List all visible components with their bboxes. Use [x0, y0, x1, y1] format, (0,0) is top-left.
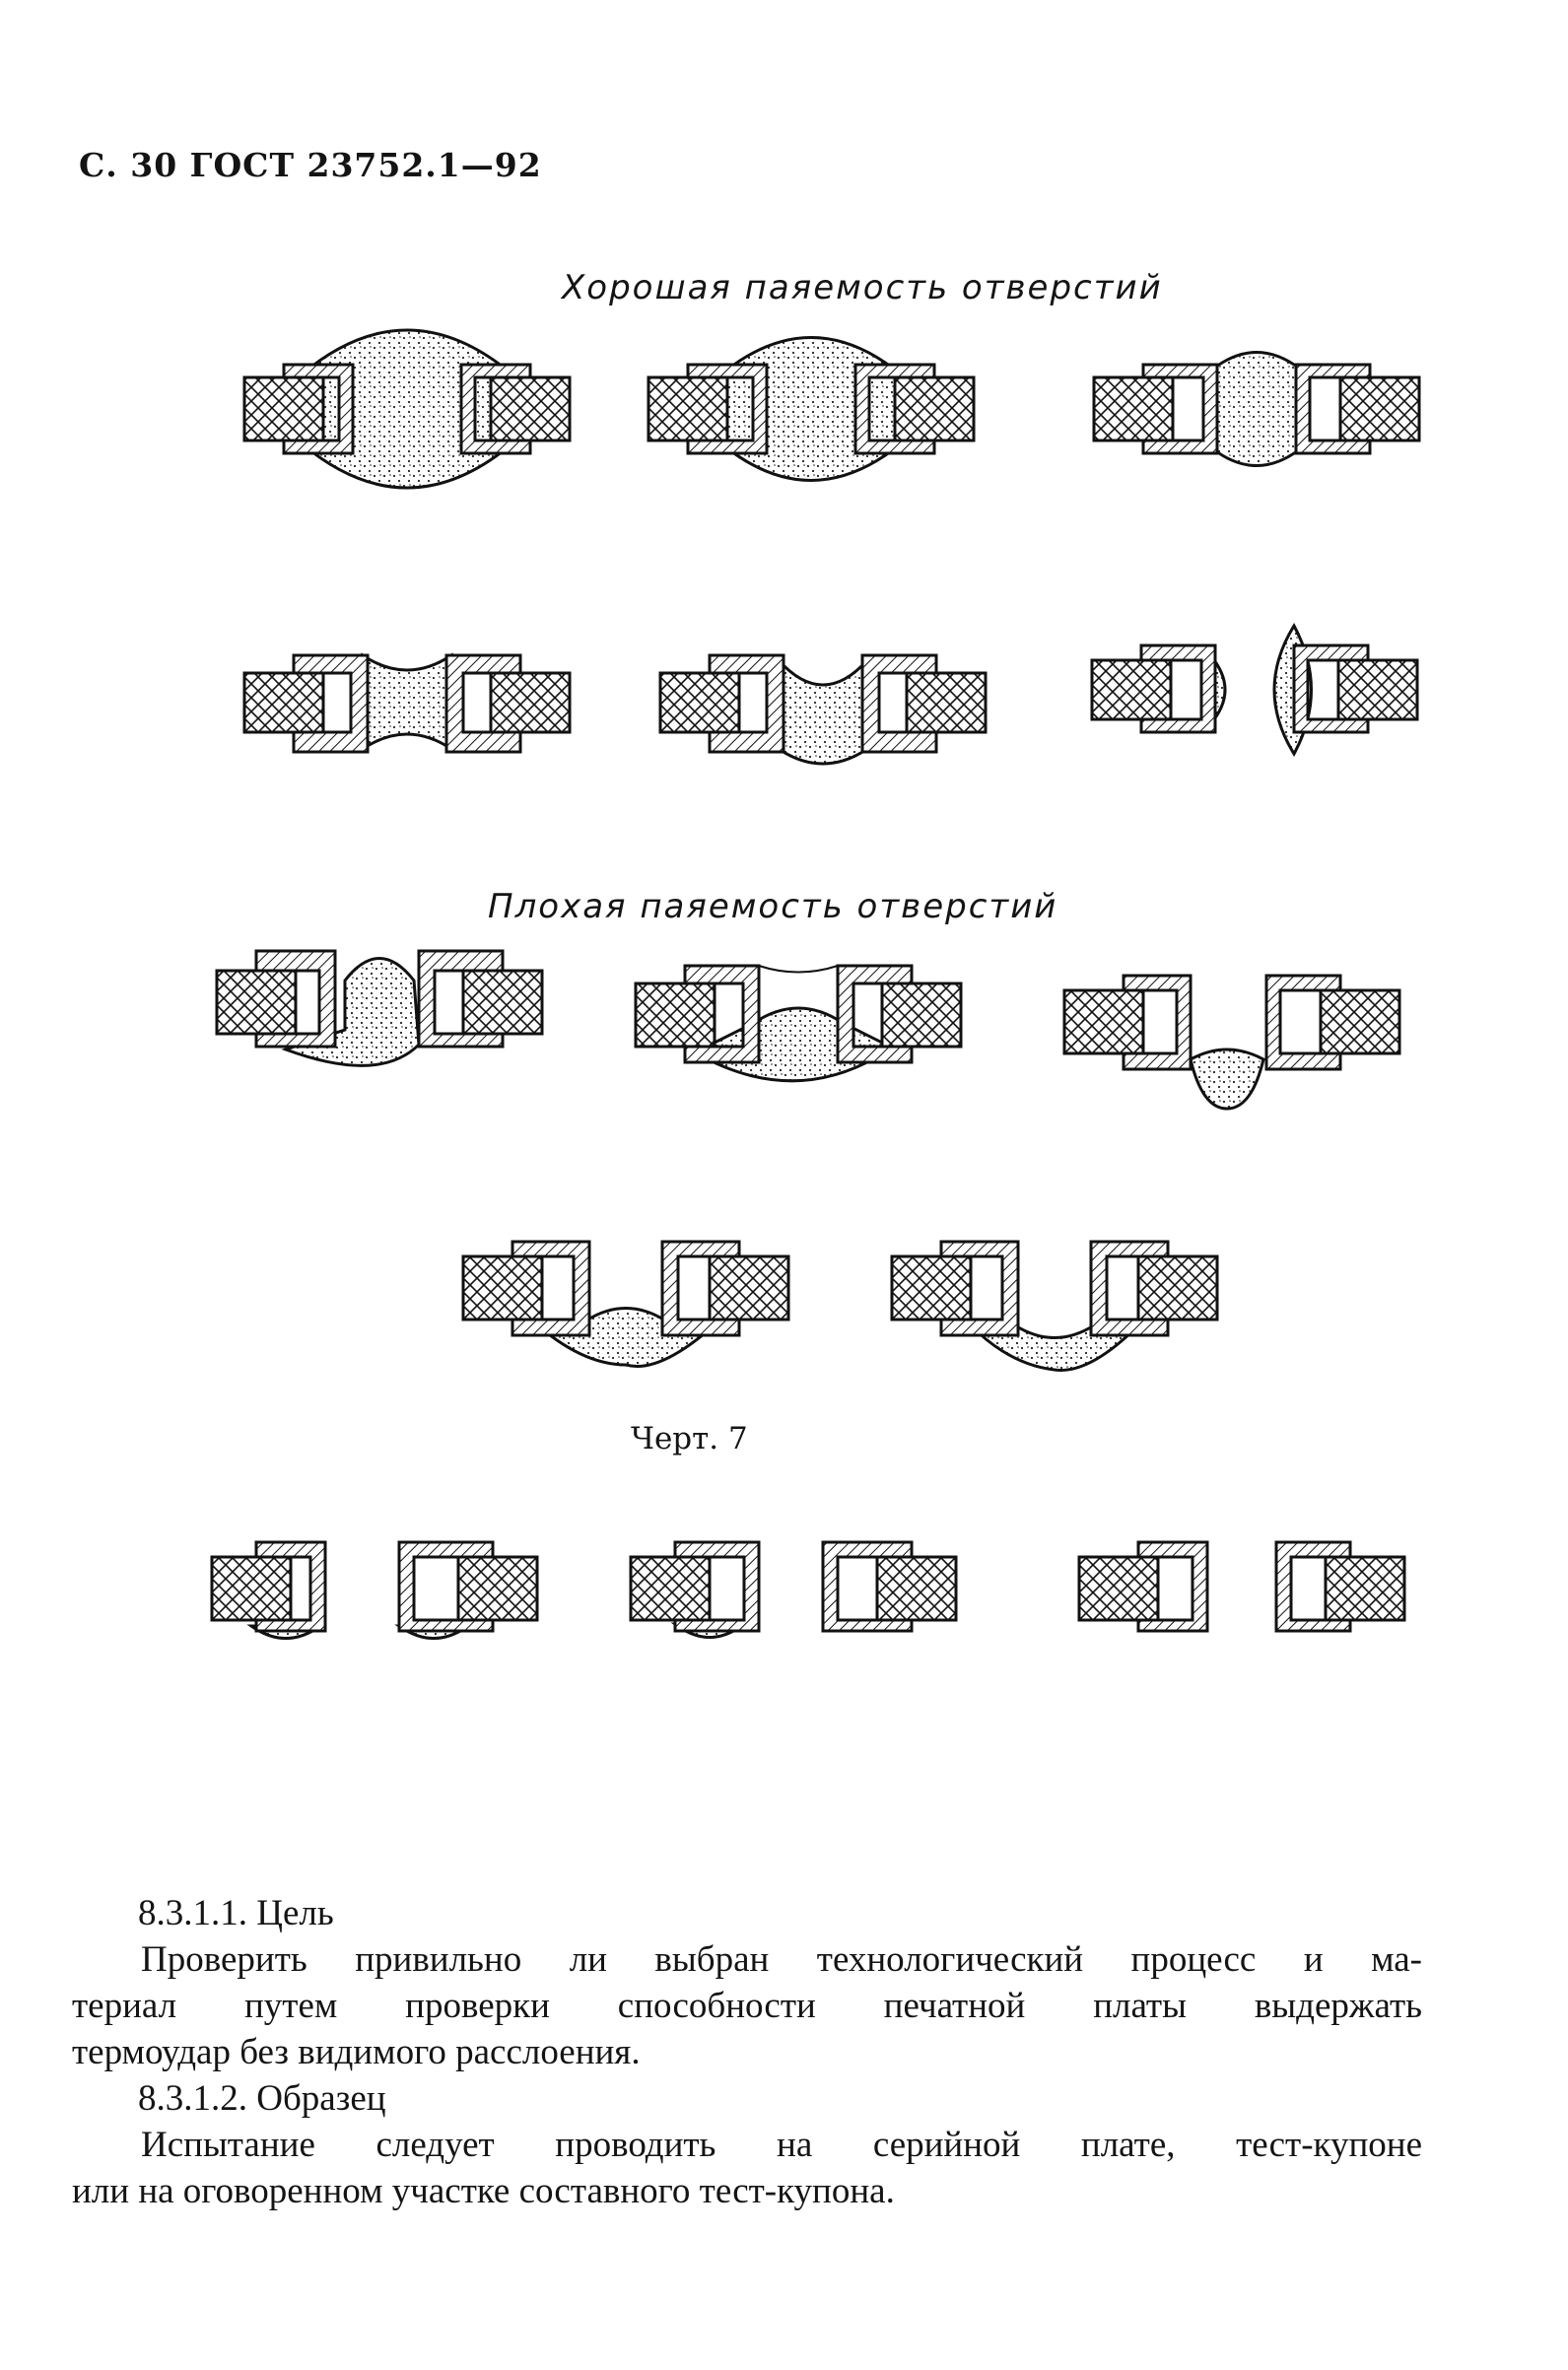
good-joint-full-fill-2: [647, 336, 976, 482]
good-joint-full-fill-1: [242, 328, 572, 490]
good-joint-full-fill-3: [1092, 351, 1421, 467]
paragraph-line: или на оговоренном участке составного те…: [72, 2171, 895, 2211]
good-solderability-caption: Хорошая паяемость отверстий: [562, 268, 1163, 307]
bad-joint-unsoldered-2: [629, 1540, 958, 1639]
bad-solderability-caption: Плохая паяемость отверстий: [488, 887, 1058, 926]
section-heading-8-3-1-1: 8.3.1.1. Цель: [138, 1893, 334, 1933]
body-text: 8.3.1.1. Цель Проверить привильно ли выб…: [0, 1890, 1568, 2214]
good-joint-concave-2: [658, 653, 988, 766]
good-joint-concave-1: [242, 652, 572, 754]
paragraph-line: термоудар без видимого расслоения.: [72, 2032, 641, 2072]
bad-joint-unsoldered-1: [210, 1540, 539, 1640]
page-header: С. 30 ГОСТ 23752.1—92: [79, 146, 542, 184]
section-heading-8-3-1-2: 8.3.1.2. Образец: [138, 2078, 386, 2119]
good-joint-partial-side-fill: [1090, 622, 1419, 758]
bad-joint-partial-2: [634, 964, 963, 1083]
paragraph-line: Испытание следует проводить на серийной …: [141, 2125, 1422, 2165]
bad-joint-bottom-meniscus-1: [461, 1240, 790, 1368]
figure-label: Черт. 7: [631, 1421, 748, 1456]
paragraph-line: териал путем проверки способности печатн…: [72, 1986, 1422, 2026]
bad-joint-unsoldered-3: [1077, 1540, 1406, 1633]
bad-joint-partial-1: [215, 949, 544, 1067]
paragraph-line: Проверить привильно ли выбран технологич…: [141, 1939, 1422, 1980]
bad-joint-bottom-meniscus-2: [890, 1240, 1219, 1372]
bad-joint-bottom-only: [1062, 974, 1401, 1111]
